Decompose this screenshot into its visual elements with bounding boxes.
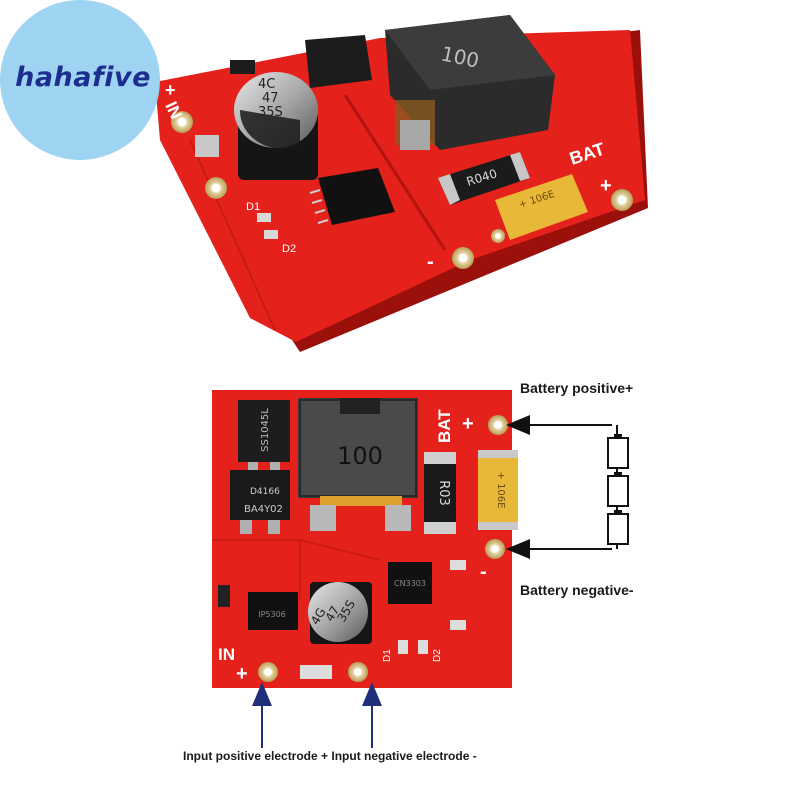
svg-text:D2: D2 [282, 243, 296, 255]
svg-text:+ 106E: + 106E [495, 472, 506, 509]
pad-bat-minus-top [452, 247, 474, 269]
mosfet-bottom: D4166 BA4Y02 [230, 470, 290, 534]
svg-text:IP5306: IP5306 [258, 610, 286, 619]
label-battery-negative: Battery negative- [520, 582, 634, 598]
svg-text:D2: D2 [432, 649, 443, 662]
ic-top [309, 168, 395, 225]
ic-right-bottom: CN3303 [388, 562, 432, 604]
capacitor-bottom: 4G 47 35S [308, 582, 372, 644]
board-flat: SS1045L D4166 BA4Y02 100 R03 [212, 390, 518, 688]
svg-text:+: + [165, 80, 176, 100]
svg-text:D4166: D4166 [250, 487, 280, 497]
svg-text:47: 47 [262, 91, 279, 106]
svg-text:35S: 35S [258, 105, 283, 120]
watermark-badge [0, 0, 160, 160]
pad-in-plus-top [171, 111, 193, 133]
battery-cell-icon [607, 434, 629, 545]
svg-text:+: + [600, 175, 612, 197]
svg-text:BA4Y02: BA4Y02 [244, 504, 283, 515]
pad-in-plus-bottom [258, 662, 278, 682]
pad-bat-plus-bottom [488, 415, 508, 435]
svg-text:+: + [236, 663, 248, 685]
tantalum-top: + 106E [495, 174, 588, 240]
pad-bat-plus-top [611, 189, 633, 211]
pad-in-minus-bottom [348, 662, 368, 682]
svg-text:-: - [427, 251, 434, 273]
inductor-top: 100 [385, 15, 555, 150]
resistor-top: R040 [438, 152, 530, 205]
resistor-bottom: R03 [424, 452, 456, 534]
input-wiring [252, 682, 382, 748]
svg-text:-: - [480, 561, 487, 583]
svg-text:47: 47 [322, 604, 342, 624]
label-battery-positive: Battery positive+ [520, 380, 634, 396]
svg-text:+: + [462, 413, 474, 435]
battery-wiring [506, 415, 629, 559]
pad-bat-minus-bottom [485, 539, 505, 559]
svg-text:D1: D1 [382, 649, 393, 662]
board-perspective: 100 4C 47 35S R040 [155, 15, 648, 352]
svg-text:R03: R03 [436, 480, 451, 506]
pad-in-minus-top [205, 177, 227, 199]
watermark-logo-text: hahafive [15, 62, 151, 93]
inductor-bottom: 100 [298, 398, 418, 531]
silk-in-bottom: IN [218, 645, 235, 664]
svg-text:4C: 4C [258, 77, 275, 92]
silk-in-top: IN [161, 99, 185, 122]
diode-bottom: SS1045L [238, 400, 290, 470]
label-input-electrodes: Input positive electrode + Input negativ… [183, 749, 477, 763]
svg-text:D1: D1 [246, 201, 260, 213]
svg-text:CN3303: CN3303 [394, 579, 426, 588]
svg-text:SS1045L: SS1045L [260, 408, 271, 452]
capacitor-top: 4C 47 35S [234, 72, 318, 180]
ic-left-bottom: IP5306 [248, 592, 298, 630]
silk-bat-bottom: BAT [435, 409, 454, 443]
tantalum-bottom: + 106E [478, 450, 518, 530]
inductor-label-bottom: 100 [337, 442, 383, 470]
